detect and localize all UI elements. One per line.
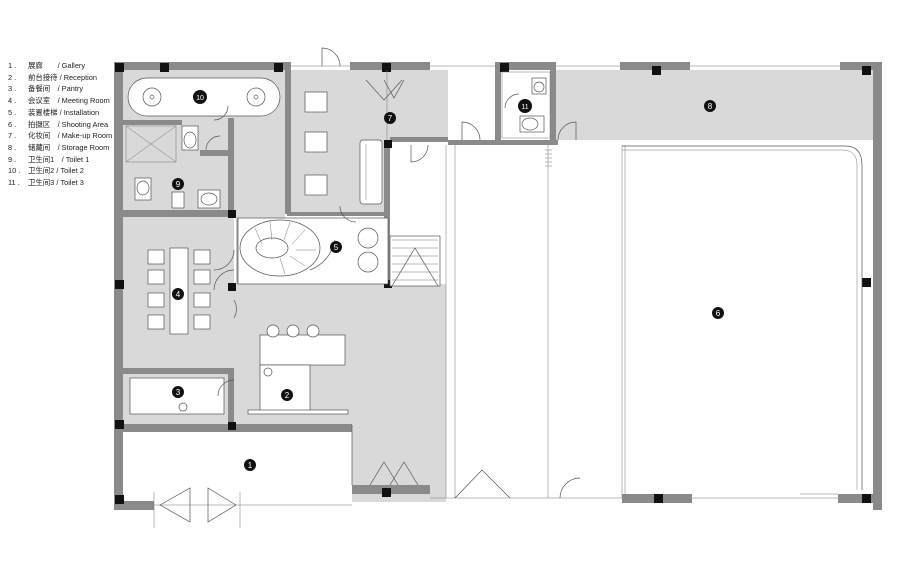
- legend-item-reception: 2 .前台接待 / Reception: [8, 72, 98, 82]
- doors: [153, 47, 838, 528]
- toilet-3-fixtures: [501, 71, 551, 139]
- meeting-table: [147, 247, 211, 335]
- svg-text:4: 4: [176, 290, 181, 299]
- svg-text:9: 9: [176, 180, 181, 189]
- legend-item-installation: 5 .装置楼梯 / Installation: [8, 107, 100, 117]
- legend: 1 .展廊 / Gallery 2 .前台接待 / Reception 3 .备…: [8, 60, 120, 189]
- room-marker-11: 11: [518, 99, 532, 113]
- glazing: [154, 65, 863, 506]
- svg-text:2: 2: [285, 391, 290, 400]
- legend-item-toilet-2: 10 .卫生间2 / Toilet 2: [8, 166, 84, 176]
- pantry-counter: [129, 377, 225, 415]
- room-markers: 1 2 3 4 5 6 7 8 9 10 11: [172, 90, 724, 471]
- room-marker-1: 1: [244, 459, 256, 471]
- svg-text:11: 11: [521, 104, 528, 111]
- svg-text:8: 8: [708, 102, 713, 111]
- svg-text:5: 5: [334, 243, 339, 252]
- svg-text:3: 3: [176, 388, 181, 397]
- stair-flight: [389, 235, 441, 287]
- legend-item-toilet-3: 11 .卫生间3 / Toilet 3: [8, 178, 84, 188]
- room-marker-6: 6: [712, 307, 724, 319]
- toilet-1-fixtures: [125, 125, 221, 209]
- room-marker-8: 8: [704, 100, 716, 112]
- svg-text:7: 7: [388, 114, 393, 123]
- room-marker-2: 2: [281, 389, 293, 401]
- room-marker-3: 3: [172, 386, 184, 398]
- room-marker-4: 4: [172, 288, 184, 300]
- legend-item-toilet-1: 9 .卫生间1 / Toilet 1: [8, 154, 90, 164]
- legend-item-storage-room: 8 .储藏间 / Storage Room: [8, 142, 110, 152]
- svg-text:1: 1: [248, 461, 253, 470]
- legend-item-shooting-area: 6 .拍摄区 / Shooting Area: [8, 119, 109, 129]
- legend-item-gallery: 1 .展廊 / Gallery: [8, 61, 86, 70]
- makeup-room-furniture: [304, 70, 388, 205]
- room-marker-10: 10: [193, 90, 207, 104]
- legend-item-pantry: 3 .备餐间 / Pantry: [8, 84, 84, 94]
- legend-item-makeup-room: 7 .化妆间 / Make-up Room: [8, 131, 113, 141]
- reception-counter: [247, 324, 349, 415]
- room-marker-9: 9: [172, 178, 184, 190]
- legend-item-meeting-room: 4 .会议室 / Meeting Room: [8, 96, 110, 106]
- room-marker-7: 7: [384, 112, 396, 124]
- room-marker-5: 5: [330, 241, 342, 253]
- svg-text:10: 10: [196, 95, 204, 102]
- spiral-staircase: [236, 217, 389, 285]
- svg-text:6: 6: [716, 309, 721, 318]
